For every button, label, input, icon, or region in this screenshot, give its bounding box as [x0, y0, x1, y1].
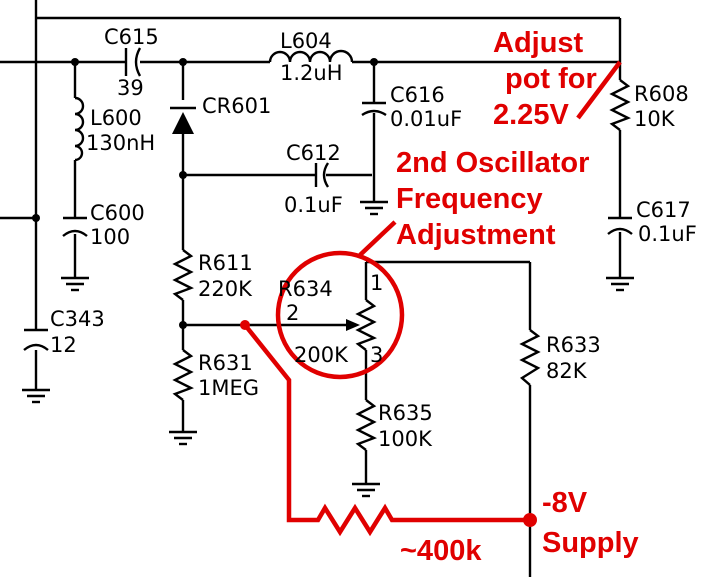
r635-ref: R635: [378, 401, 433, 425]
adjust-note-line2: pot for: [505, 63, 597, 95]
oscillator-note-line1: 2nd Oscillator: [396, 147, 589, 179]
ground-c612: [360, 200, 388, 216]
r634-value: 200K: [294, 343, 349, 367]
supply-node: [523, 513, 537, 527]
r633-symbol: [519, 329, 541, 386]
l604-ref: L604: [280, 29, 332, 53]
c617-symbol: [607, 216, 633, 235]
r634-pin3: 3: [370, 343, 383, 367]
c616-ref: C616: [390, 83, 445, 107]
r611-value: 220K: [198, 277, 253, 301]
supply-note-line2: Supply: [542, 527, 639, 559]
l600-value: 130nH: [86, 131, 155, 155]
c615-ref: C615: [104, 25, 159, 49]
r633-ref: R633: [546, 333, 601, 357]
ground-r635: [352, 482, 380, 498]
r633-value: 82K: [546, 359, 588, 383]
red-markup: [240, 60, 622, 537]
c617-ref: C617: [636, 198, 691, 222]
adjust-note-line1: Adjust: [493, 27, 584, 59]
r611-symbol: [172, 249, 194, 301]
supply-note-line1: -8V: [542, 487, 588, 519]
r608-symbol: [609, 79, 631, 131]
l604-value: 1.2uH: [280, 61, 343, 85]
c343-ref: C343: [50, 307, 105, 331]
r634-pin2: 2: [286, 301, 299, 325]
r631-value: 1MEG: [198, 376, 259, 400]
c612-ref: C612: [286, 141, 341, 165]
c617-value: 0.1uF: [638, 222, 697, 246]
ground-l600: [61, 276, 89, 292]
r635-value: 100K: [378, 427, 433, 451]
c612-value: 0.1uF: [284, 193, 343, 217]
l600-ref: L600: [90, 106, 142, 130]
c600-symbol: [62, 216, 88, 237]
c616-symbol: [361, 101, 387, 117]
c612-symbol: [314, 162, 330, 188]
adjust-note-line3: 2.25V: [493, 99, 569, 131]
adjust-pointer: [576, 60, 622, 120]
added-resistor-label: ~400k: [400, 535, 482, 567]
r608-value: 10K: [634, 107, 676, 131]
cr601-ref: CR601: [202, 94, 271, 118]
oscillator-pointer: [358, 220, 397, 257]
c343-value: 12: [50, 333, 77, 357]
r635-symbol: [355, 399, 377, 451]
added-resistor-wire: [243, 323, 530, 537]
l600-coil: [74, 96, 85, 162]
cr601-symbol: [170, 106, 196, 134]
c616-value: 0.01uF: [390, 107, 462, 131]
oscillator-note-line2: Frequency: [396, 183, 543, 215]
wiring: [0, 0, 622, 577]
c600-value: 100: [90, 225, 130, 249]
r631-ref: R631: [198, 351, 253, 375]
junction-dots: [32, 58, 378, 329]
ground-r631: [169, 430, 197, 446]
oscillator-note-line3: Adjustment: [396, 219, 556, 251]
r634-wiper-arrow: [346, 319, 360, 331]
c343-symbol: [23, 328, 49, 351]
added-resistor-node-left: [240, 320, 250, 330]
c615-value: 39: [117, 76, 144, 100]
r634-ref: R634: [278, 277, 333, 301]
r634-pin1: 1: [370, 271, 383, 295]
l604-coil: [268, 49, 354, 63]
r611-ref: R611: [198, 251, 253, 275]
ground-c617: [606, 276, 634, 292]
ground-c343: [22, 388, 50, 404]
c615-symbol: [124, 47, 142, 77]
r631-symbol: [172, 349, 194, 401]
r634-symbol: [355, 299, 377, 351]
r634-highlight-circle: [275, 250, 405, 380]
c600-ref: C600: [90, 201, 145, 225]
r608-ref: R608: [634, 82, 689, 106]
